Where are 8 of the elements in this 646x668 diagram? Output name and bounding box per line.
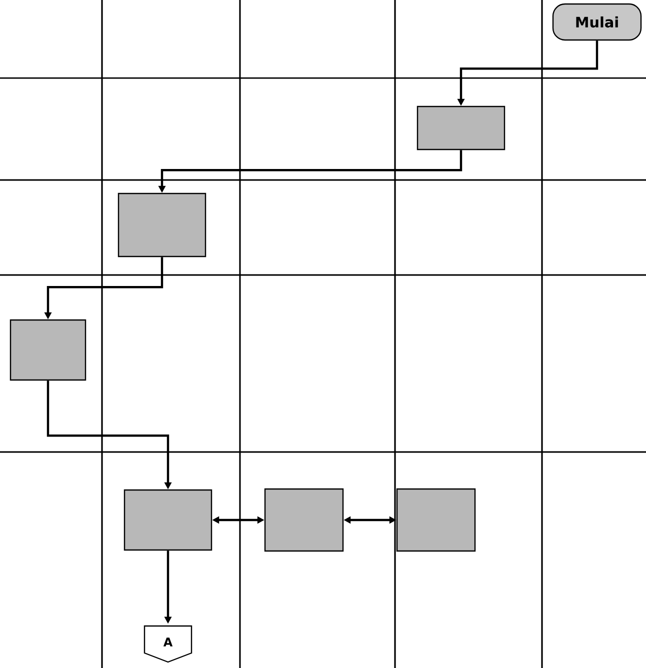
process-box [264,488,344,552]
process-box [416,106,506,150]
process-box [118,192,206,258]
process-box [10,319,86,381]
process-box [124,489,212,551]
start-terminal: Mulai [552,3,642,41]
off-page-connector: A [144,625,192,663]
process-box [396,488,476,552]
